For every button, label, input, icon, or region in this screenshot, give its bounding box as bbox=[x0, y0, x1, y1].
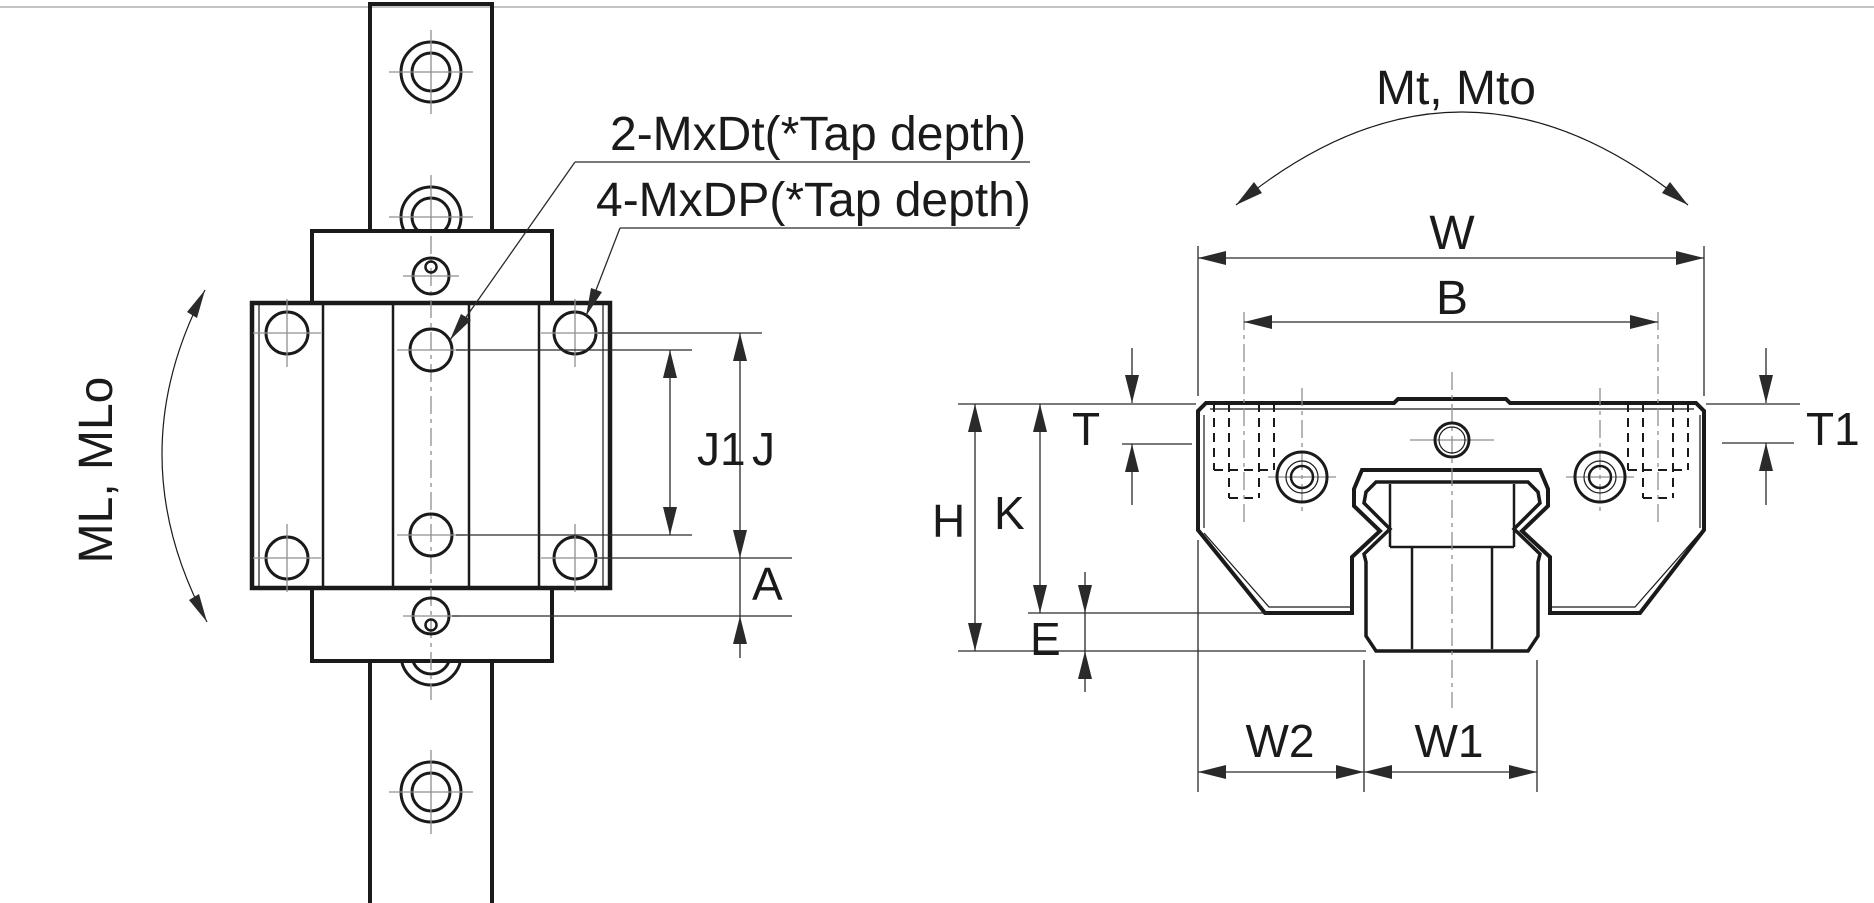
label-tap-center-note: 2-MxDt(*Tap depth) bbox=[610, 108, 1026, 161]
label-a: A bbox=[752, 558, 783, 610]
label-mt-mto: Mt, Mto bbox=[1376, 62, 1536, 115]
block-mounting-holes bbox=[253, 299, 609, 592]
label-w2: W2 bbox=[1246, 715, 1315, 767]
label-ml-mlo: ML, MLo bbox=[70, 377, 123, 564]
carriage-block-section bbox=[1196, 397, 1706, 615]
tap-hole-left-dashed bbox=[1213, 403, 1275, 499]
end-seal-screw-right bbox=[1573, 450, 1627, 504]
label-k: K bbox=[994, 487, 1025, 539]
dimension-t: T bbox=[958, 348, 1196, 505]
label-j1: J1 bbox=[697, 423, 746, 475]
label-t1: T1 bbox=[1806, 403, 1860, 455]
dimension-group-plan: J1 J A bbox=[452, 332, 792, 658]
tap-hole-right-dashed bbox=[1627, 403, 1689, 499]
dimension-w2-w1: W2 W1 bbox=[1197, 540, 1538, 792]
grease-port-center bbox=[1433, 421, 1471, 459]
dimension-t1: T1 bbox=[1706, 348, 1860, 505]
block-seal-lines bbox=[1203, 408, 1701, 608]
dimension-w: W bbox=[1197, 207, 1705, 396]
dimension-k: K bbox=[994, 404, 1268, 614]
label-b: B bbox=[1436, 272, 1468, 325]
block-section-lines bbox=[258, 305, 604, 586]
grease-hole-top bbox=[403, 256, 459, 296]
leader-tap-center: 2-MxDt(*Tap depth) bbox=[449, 108, 1030, 341]
label-h: H bbox=[932, 495, 965, 547]
label-j: J bbox=[752, 423, 775, 475]
dimension-h: H bbox=[932, 404, 1366, 652]
dimension-e: E bbox=[1030, 572, 1092, 692]
plan-view: 2-MxDt(*Tap depth) 4-MxDP(*Tap depth) ML… bbox=[70, 2, 1031, 903]
rail-hole-upper-clipped bbox=[389, 175, 473, 231]
label-tap-corner-note: 4-MxDP(*Tap depth) bbox=[596, 174, 1031, 227]
front-centerlines bbox=[1243, 312, 1659, 708]
dimension-b: B bbox=[1244, 272, 1658, 329]
grease-hole-bottom bbox=[403, 596, 459, 636]
end-cap-bottom bbox=[310, 586, 554, 663]
end-cap-top bbox=[310, 229, 554, 305]
leader-tap-corner: 4-MxDP(*Tap depth) bbox=[585, 174, 1031, 317]
label-w: W bbox=[1429, 207, 1475, 260]
rail-hole-top bbox=[389, 30, 473, 114]
end-seal-screw-left bbox=[1275, 450, 1329, 504]
label-e: E bbox=[1030, 613, 1061, 665]
moment-arc-mt: Mt, Mto bbox=[1235, 62, 1689, 206]
rail-plan bbox=[368, 2, 494, 903]
label-t: T bbox=[1072, 403, 1100, 455]
rail-hole-bottom bbox=[389, 750, 473, 834]
front-view: Mt, Mto W B T T1 bbox=[932, 62, 1860, 792]
moment-arc-ml: ML, MLo bbox=[70, 289, 208, 623]
label-w1: W1 bbox=[1415, 715, 1484, 767]
